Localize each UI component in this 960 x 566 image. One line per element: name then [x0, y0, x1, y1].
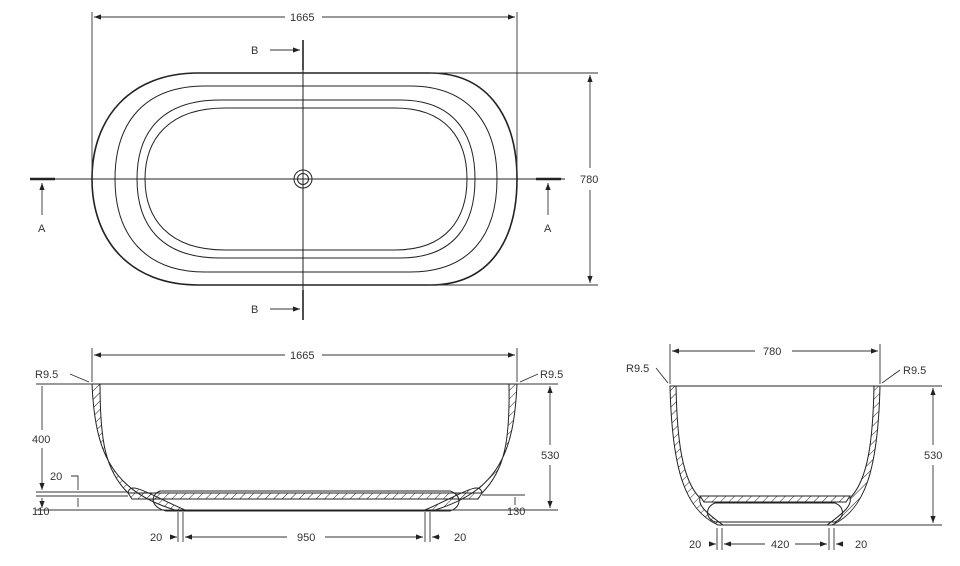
tub-inner-rim: [114, 85, 498, 273]
cross-section: 780 R9.5 R9.5 530 420 20 20: [626, 344, 942, 551]
long-radius-right: R9.5: [540, 369, 563, 381]
plan-width-dim: 780: [580, 174, 598, 186]
long-base-height-dim: 110: [32, 506, 50, 518]
cross-base-width-dim: 420: [771, 539, 789, 551]
plan-view: B B A A 1665 780: [30, 12, 598, 320]
section-a-label-right: A: [544, 223, 552, 235]
plan-length-dim: 1665: [290, 12, 314, 24]
cross-foot-left-dim: 20: [689, 539, 701, 551]
long-depth-dim: 400: [32, 434, 50, 446]
cross-width-dim: 780: [763, 346, 781, 358]
section-a-label-left: A: [38, 223, 46, 235]
long-total-height-dim: 530: [541, 450, 559, 462]
long-base-length-dim: 950: [297, 532, 315, 544]
section-b-label-top: B: [251, 45, 258, 57]
long-radius-left: R9.5: [35, 369, 58, 381]
cross-foot-right-dim: 20: [855, 539, 867, 551]
long-foot-left-dim: 20: [150, 532, 162, 544]
cross-radius-left: R9.5: [626, 363, 649, 375]
long-section: 1665 R9.5 R9.5 400 20 110 530 130 950 20: [32, 348, 563, 544]
tub-basin: [136, 99, 476, 259]
section-b-label-bottom: B: [251, 304, 258, 316]
cross-total-height-dim: 530: [924, 450, 942, 462]
long-base-right-dim: 130: [507, 506, 525, 518]
long-floor-thickness-dim: 20: [50, 471, 62, 483]
cross-radius-right: R9.5: [903, 365, 926, 377]
long-length-dim: 1665: [290, 350, 314, 362]
long-foot-right-dim: 20: [454, 532, 466, 544]
